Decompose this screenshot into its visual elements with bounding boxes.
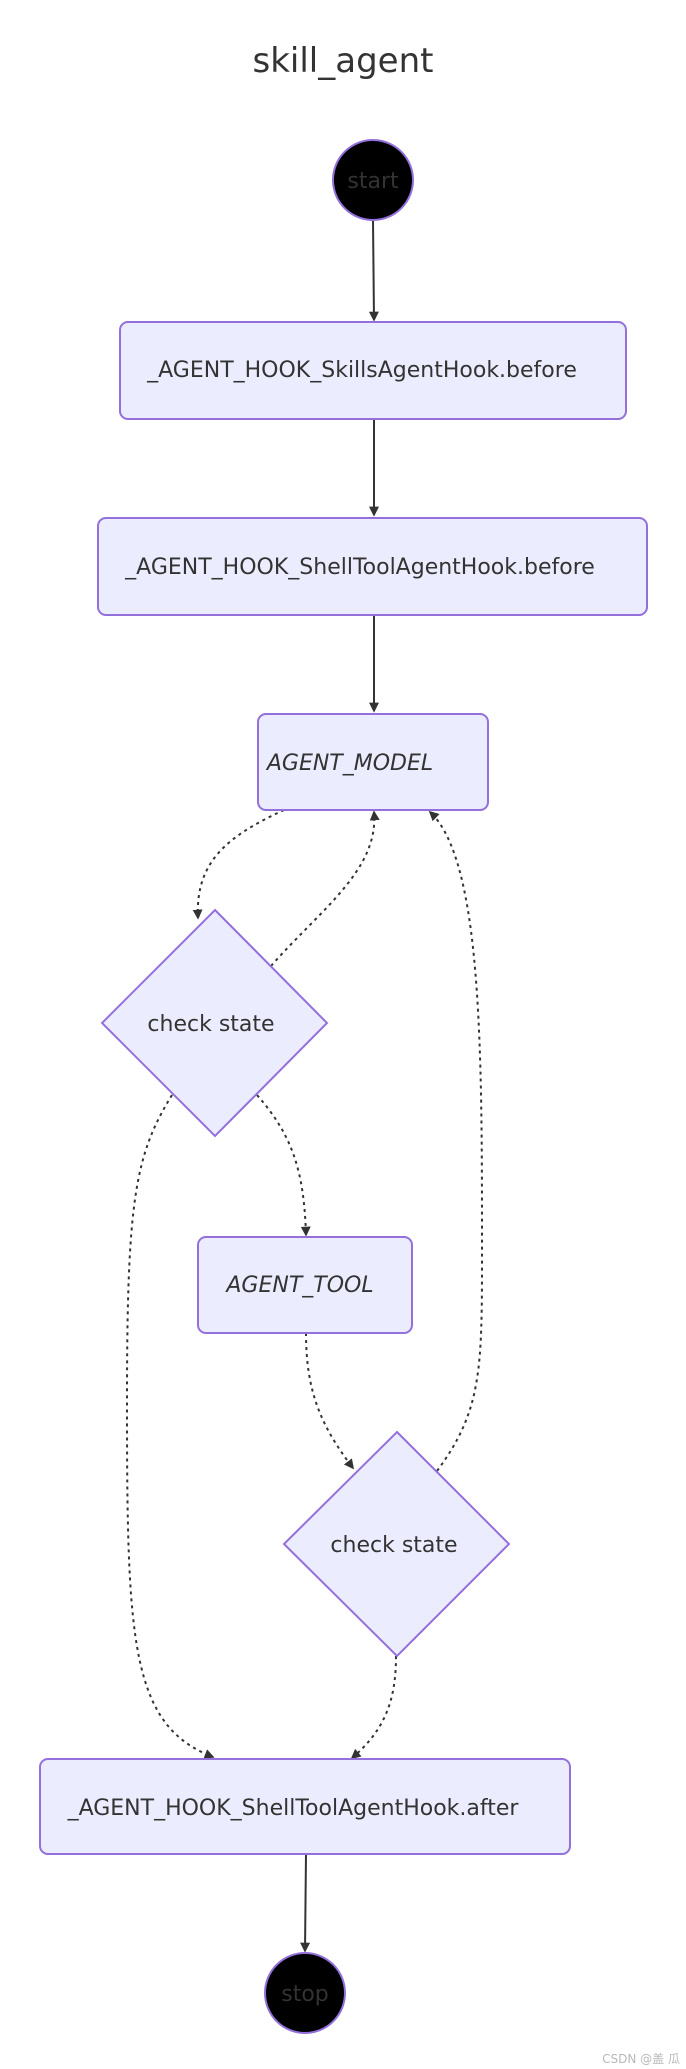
agent-tool-node: AGENT_TOOL	[197, 1236, 413, 1334]
shell-after-label: _AGENT_HOOK_ShellToolAgentHook.after	[67, 1796, 520, 1821]
agent-tool-label: AGENT_TOOL	[224, 1273, 373, 1298]
shell-before-node: _AGENT_HOOK_ShellToolAgentHook.before	[97, 517, 648, 616]
agent-model-label: AGENT_MODEL	[265, 751, 433, 776]
check-state-2-label: check state	[330, 1533, 457, 1558]
edge-agent-model-to-check-state-1	[192, 809, 285, 920]
edge-check-state-1-to-shell-after	[125, 1094, 215, 1759]
diagram-title: skill_agent	[253, 41, 434, 81]
skills-before-label: _AGENT_HOOK_SkillsAgentHook.before	[146, 358, 577, 383]
check-state-1-node: check state	[100, 908, 329, 1138]
skills-before-node: _AGENT_HOOK_SkillsAgentHook.before	[119, 321, 627, 420]
edge-check-state-1-to-agent-tool	[256, 1094, 311, 1237]
start-label: start	[347, 169, 399, 194]
shell-after-node: _AGENT_HOOK_ShellToolAgentHook.after	[39, 1758, 571, 1855]
watermark: CSDN @盖 瓜	[602, 2052, 680, 2066]
edge-check-state-2-to-shell-after	[350, 1655, 397, 1760]
edge-start-to-skills-before	[368, 219, 379, 322]
agent-model-node: AGENT_MODEL	[257, 713, 489, 811]
shell-before-label: _AGENT_HOOK_ShellToolAgentHook.before	[124, 555, 595, 580]
stop-label: stop	[281, 1982, 329, 2007]
stop-node: stop	[264, 1952, 346, 2034]
start-node: start	[332, 139, 414, 221]
edge-agent-tool-to-check-state-2	[305, 1332, 355, 1470]
check-state-2-node: check state	[282, 1430, 511, 1658]
edge-check-state-2-to-agent-model	[428, 810, 483, 1472]
edge-check-state-1-to-agent-model	[270, 810, 380, 967]
check-state-1-label: check state	[147, 1012, 274, 1037]
edge-shell-after-to-stop	[300, 1853, 311, 1953]
